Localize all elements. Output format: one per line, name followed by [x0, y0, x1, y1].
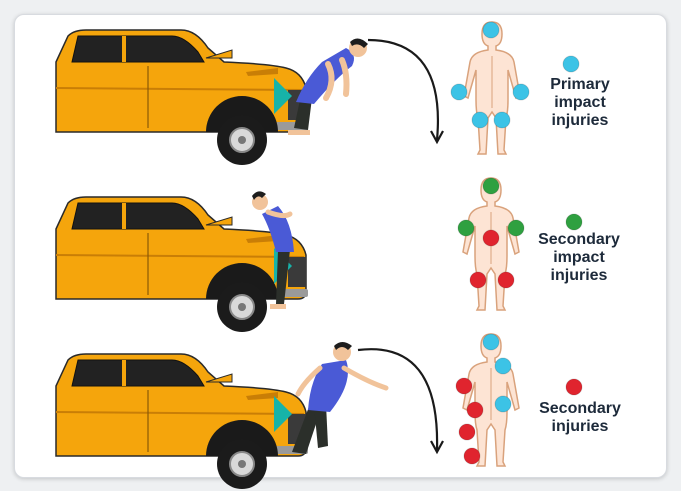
- label-line: impact: [530, 94, 630, 112]
- label-secondary-impact-injuries: Secondary impact injuries: [520, 231, 638, 285]
- injury-dot-secondary: [483, 230, 499, 246]
- label-secondary-injuries: Secondary injuries: [524, 400, 636, 436]
- car-window: [72, 203, 204, 229]
- car-hub-center: [238, 136, 246, 144]
- body-silhouette: [464, 22, 520, 154]
- injury-dot-primary-impact: [483, 22, 499, 38]
- injury-dot-secondary-impact: [483, 178, 499, 194]
- trajectory-arrow: [358, 349, 437, 450]
- injury-dot-primary-impact: [451, 84, 467, 100]
- legend-dot-secondary-impact: [566, 214, 582, 230]
- injury-dot-primary-impact: [513, 84, 529, 100]
- injury-dot-secondary: [464, 448, 480, 464]
- car: [56, 354, 308, 489]
- injury-dot-primary-impact: [472, 112, 488, 128]
- label-line: injuries: [524, 418, 636, 436]
- pedestrian-feet: [288, 130, 310, 135]
- injury-dot-secondary: [498, 272, 514, 288]
- injury-dot-secondary: [459, 424, 475, 440]
- pedestrian-arm: [342, 60, 347, 94]
- label-line: injuries: [520, 267, 638, 285]
- injury-dot-primary-impact: [494, 112, 510, 128]
- label-line: impact: [520, 249, 638, 267]
- car-hub-center: [238, 460, 246, 468]
- injury-dot-secondary: [456, 378, 472, 394]
- injury-dot-secondary: [470, 272, 486, 288]
- label-line: Secondary: [520, 231, 638, 249]
- label-line: Primary: [530, 76, 630, 94]
- injury-dot-primary-impact: [495, 396, 511, 412]
- car-grille: [288, 257, 306, 287]
- label-line: Secondary: [524, 400, 636, 418]
- injury-dot-primary-impact: [495, 358, 511, 374]
- body-silhouette: [463, 334, 519, 466]
- label-line: injuries: [530, 112, 630, 130]
- car-hub-center: [238, 303, 246, 311]
- label-primary-impact-injuries: Primary impact injuries: [530, 76, 630, 130]
- car-window: [72, 36, 204, 62]
- car-window: [72, 360, 204, 386]
- injury-dot-primary-impact: [483, 334, 499, 350]
- pedestrian-feet: [270, 304, 286, 309]
- legend-dot-secondary: [566, 379, 582, 395]
- car: [56, 30, 308, 165]
- pedestrian-arm: [344, 368, 386, 388]
- trajectory-arrow: [368, 40, 438, 140]
- injury-dot-secondary: [467, 402, 483, 418]
- legend-dot-primary-impact: [563, 56, 579, 72]
- injury-dot-secondary-impact: [458, 220, 474, 236]
- pedestrian-falling: [292, 342, 386, 454]
